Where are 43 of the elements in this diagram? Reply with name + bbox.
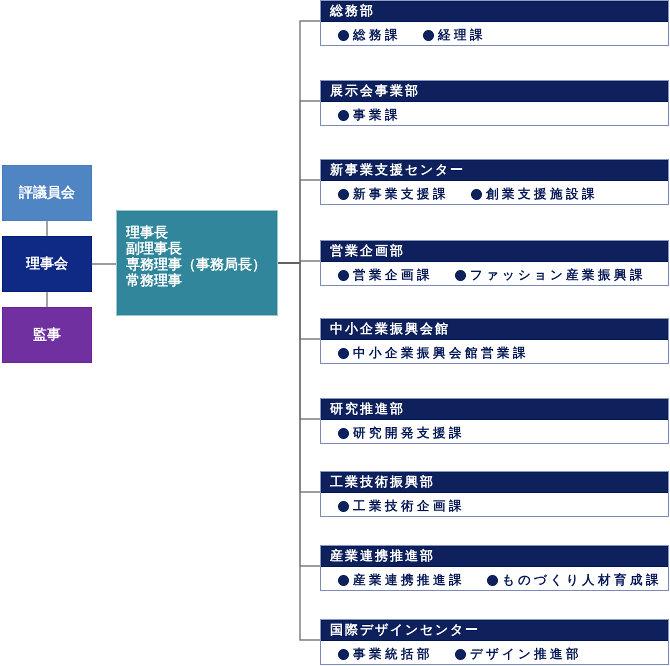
section-name: 工業技術企画課 bbox=[353, 498, 465, 514]
section-name: 営業企画課 bbox=[353, 266, 433, 284]
department-panel bbox=[320, 318, 669, 364]
department-header: 研究推進部 bbox=[321, 399, 668, 420]
section-name: 総務課 bbox=[353, 26, 401, 44]
position-title: 理事長 bbox=[126, 225, 169, 241]
department-header: 総務部 bbox=[321, 1, 668, 22]
section-name: 事業統括部 bbox=[353, 646, 433, 662]
department-header: 産業連携推進部 bbox=[321, 546, 668, 567]
position-title: 専務理事（事務局長） bbox=[126, 257, 267, 273]
department-panel bbox=[320, 240, 669, 286]
department-panel bbox=[320, 545, 669, 591]
department-panel bbox=[320, 471, 669, 517]
connector-line bbox=[46, 221, 48, 236]
department-panel bbox=[320, 80, 669, 126]
position-title: 常務理事 bbox=[126, 273, 183, 289]
auditor-box: 監事 bbox=[2, 307, 92, 363]
section-name: 創業支援施設課 bbox=[486, 186, 598, 202]
council-box: 評議員会 bbox=[2, 165, 92, 221]
department-panel bbox=[320, 0, 669, 46]
department-header: 工業技術振興部 bbox=[321, 472, 668, 493]
connector-line bbox=[46, 292, 48, 307]
department-panel bbox=[320, 398, 669, 444]
section-name: 中小企業振興会館営業課 bbox=[353, 344, 529, 362]
department-header: 中小企業振興会館 bbox=[321, 319, 668, 340]
section-name: 事業課 bbox=[353, 106, 401, 124]
department-panel bbox=[320, 159, 669, 205]
department-panel bbox=[320, 619, 669, 665]
connector-line bbox=[92, 263, 116, 265]
section-name: 研究開発支援課 bbox=[353, 424, 465, 442]
department-header: 国際デザインセンター bbox=[321, 620, 668, 641]
section-name: 産業連携推進課 bbox=[353, 572, 465, 588]
section-name: 新事業支援課 bbox=[353, 186, 449, 202]
department-header: 新事業支援センター bbox=[321, 160, 668, 181]
section-name: ものづくり人材育成課 bbox=[502, 572, 662, 588]
section-name: 経理課 bbox=[438, 26, 486, 44]
board-box: 理事会 bbox=[2, 236, 92, 292]
department-header: 展示会事業部 bbox=[321, 81, 668, 102]
executive-box bbox=[116, 210, 278, 316]
department-header: 営業企画部 bbox=[321, 241, 668, 262]
section-name: ファッション産業振興課 bbox=[470, 266, 646, 284]
position-title: 副理事長 bbox=[126, 241, 183, 257]
section-name: デザイン推進部 bbox=[470, 646, 582, 662]
